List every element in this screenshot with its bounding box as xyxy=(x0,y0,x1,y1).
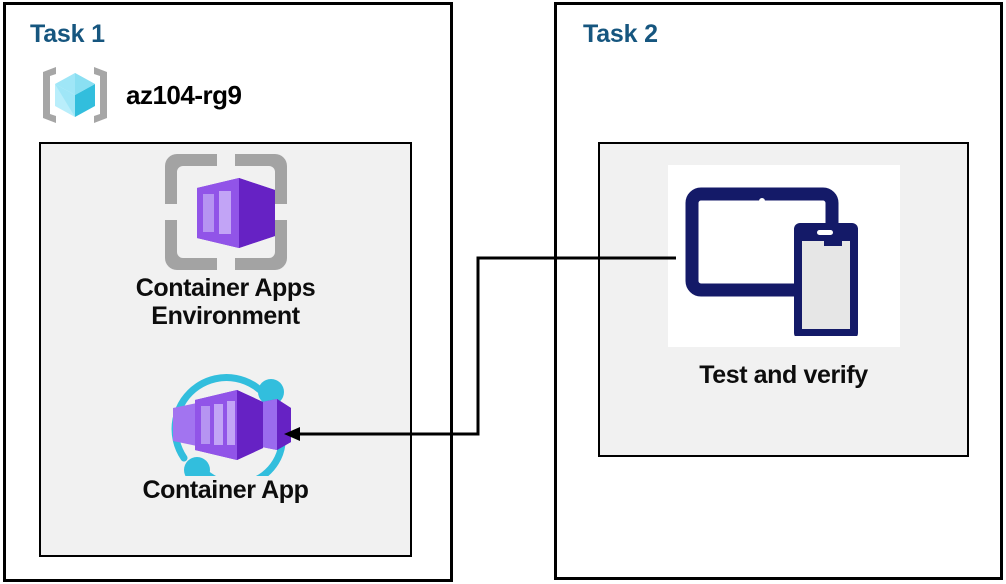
test-and-verify-devices-icon xyxy=(684,176,884,336)
container-apps-environment-label: Container Apps Environment xyxy=(136,274,316,330)
resource-group-name: az104-rg9 xyxy=(126,79,242,110)
test-and-verify-label: Test and verify xyxy=(699,361,868,389)
label-line-2: Environment xyxy=(151,302,300,330)
container-app-icon xyxy=(151,370,301,476)
task-2-title: Task 2 xyxy=(583,20,658,48)
resource-container-app: Container App xyxy=(39,370,412,504)
resource-group-row: az104-rg9 xyxy=(36,62,242,128)
resource-test-and-verify: Test and verify xyxy=(598,165,969,389)
resource-container-apps-environment: Container Apps Environment xyxy=(39,150,412,330)
task-1-title: Task 1 xyxy=(30,20,105,48)
container-app-label: Container App xyxy=(142,476,309,504)
resource-group-icon xyxy=(36,62,114,128)
test-and-verify-icon-plate xyxy=(667,165,900,347)
label-line-1: Container Apps xyxy=(135,274,316,302)
container-apps-environment-icon xyxy=(163,150,289,274)
